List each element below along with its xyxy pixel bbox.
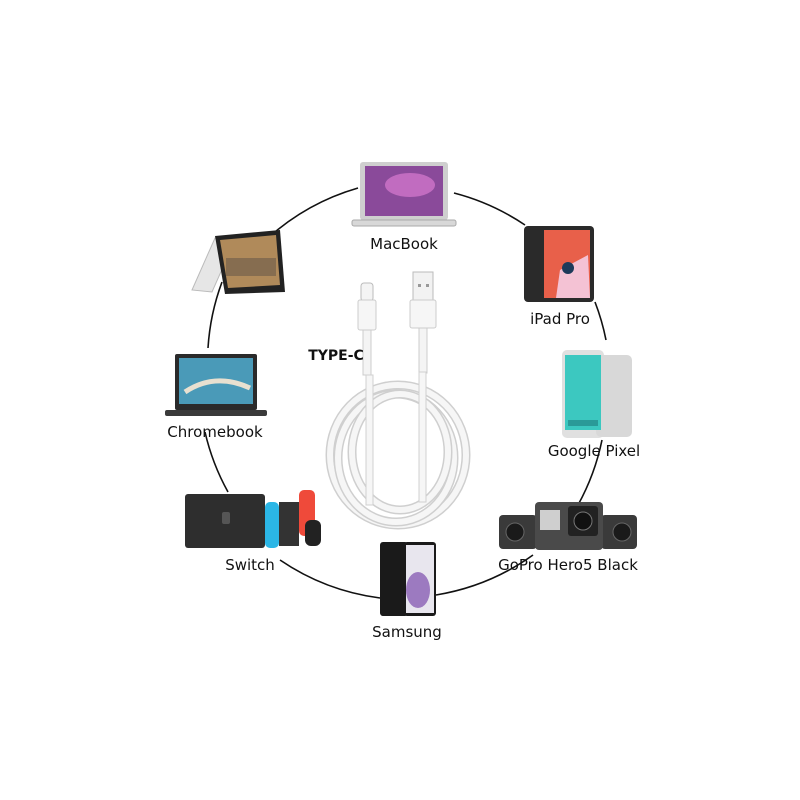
device-label-samsung: Samsung bbox=[372, 623, 442, 641]
device-label-gopro: GoPro Hero5 Black bbox=[498, 556, 638, 574]
device-label-chromebook: Chromebook bbox=[167, 423, 263, 441]
device-label-ipad-pro: iPad Pro bbox=[530, 310, 590, 328]
cable-type-label: TYPE-C bbox=[308, 348, 364, 364]
device-label-macbook: MacBook bbox=[370, 235, 438, 253]
device-label-google-pixel: Google Pixel bbox=[547, 442, 641, 460]
device-label-switch: Switch bbox=[225, 556, 275, 574]
